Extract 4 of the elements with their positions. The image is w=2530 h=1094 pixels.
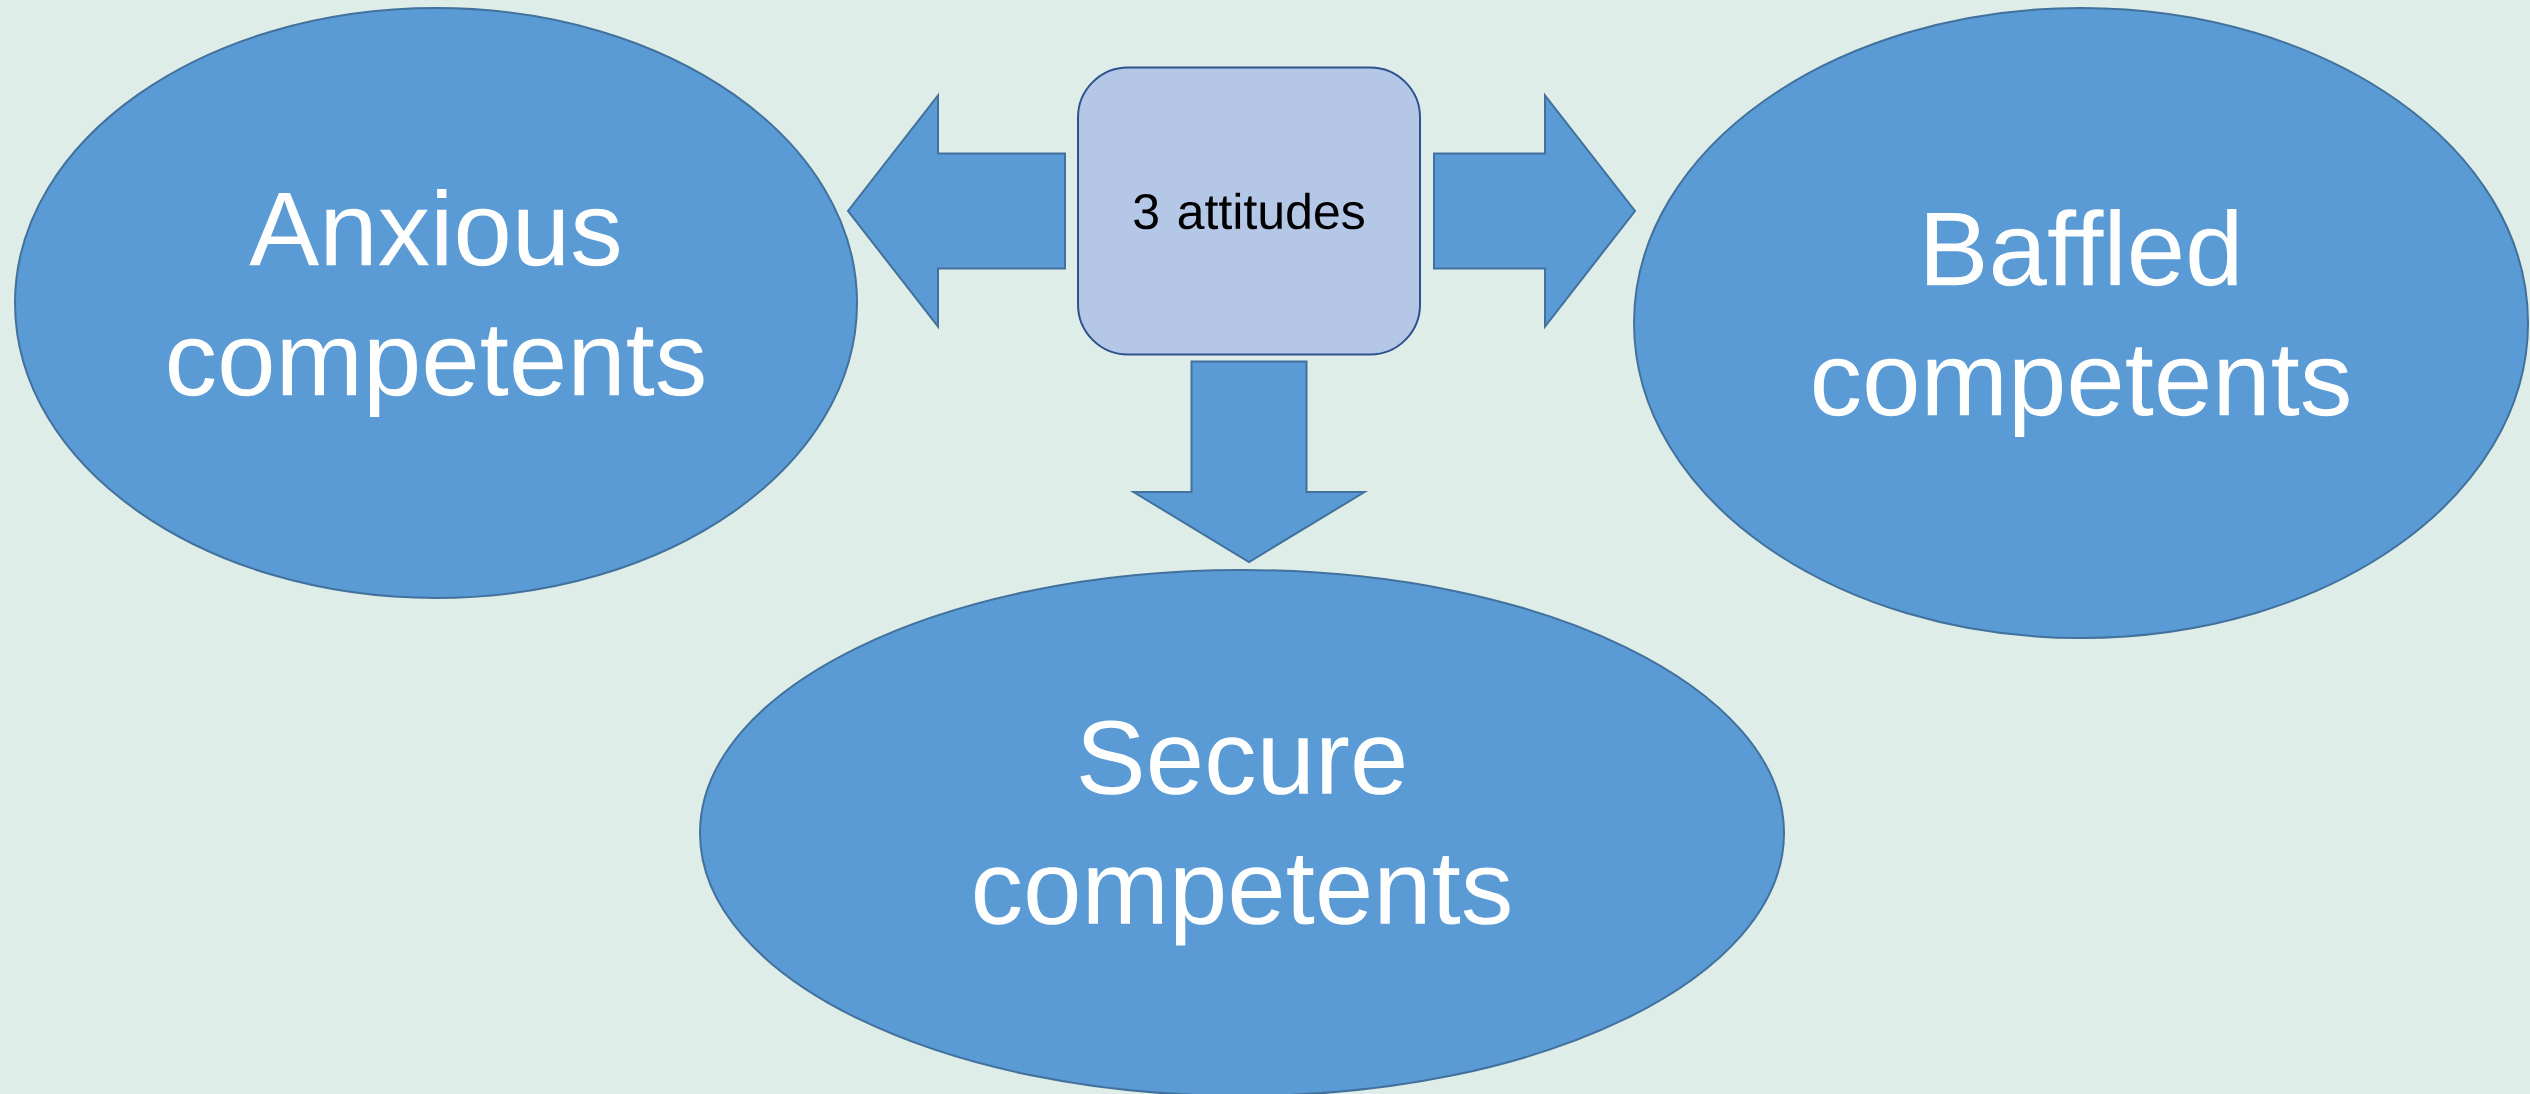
rounded-box: 3 attitudes	[1077, 66, 1421, 356]
block-arrow	[1433, 92, 1637, 330]
block-arrow	[846, 92, 1066, 330]
block-arrow	[1129, 360, 1369, 564]
